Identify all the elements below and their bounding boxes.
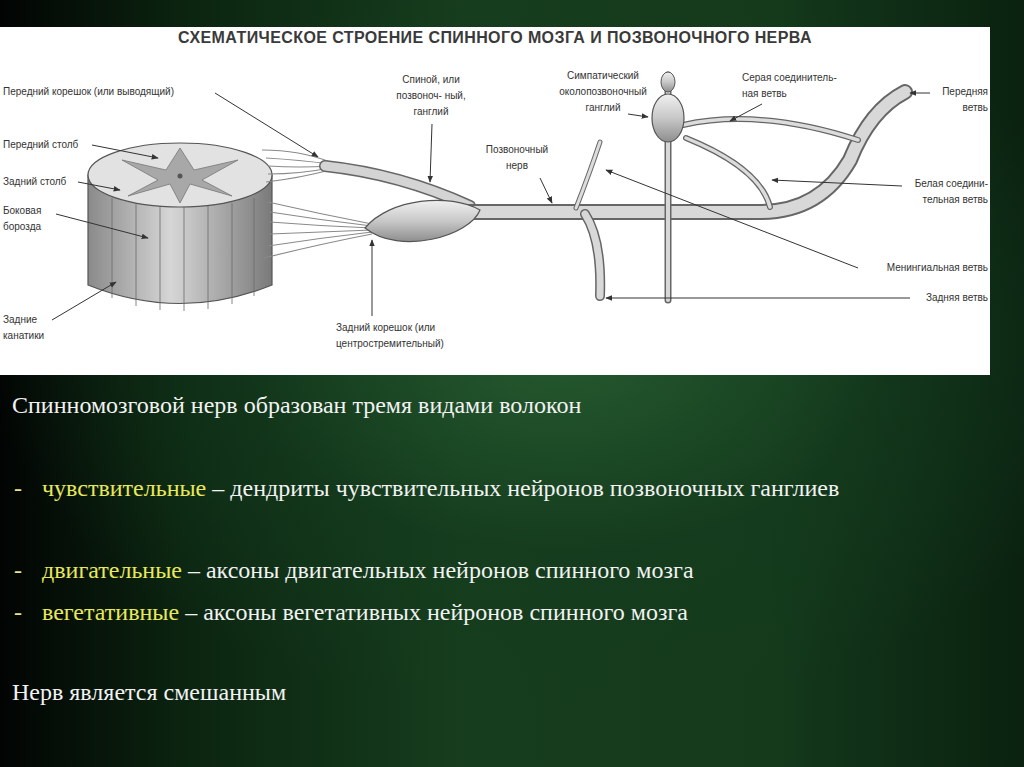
diagram-title: СХЕМАТИЧЕСКОЕ СТРОЕНИЕ СПИННОГО МОЗГА И … [0,29,990,47]
label-wrap: - [14,467,38,509]
label-wrap: Симпатический околопозвоночный ганглий [548,68,658,116]
part-label: Задний корешок (или центростремительный) [336,320,496,352]
label-wrap: - [14,549,38,591]
fiber-type: двигательные [42,557,182,583]
label-wrap: Спиной, или позвоноч- ный, ганглий [385,72,477,120]
fiber-type: вегетативные [42,599,179,625]
list-item: вегетативные – аксоны вегетативных нейро… [42,591,1017,633]
list-dash: - [14,549,38,591]
part-label: Симпатический околопозвоночный ганглий [548,68,658,116]
title-wrap: СХЕМАТИЧЕСКОЕ СТРОЕНИЕ СПИННОГО МОЗГА И … [0,29,990,47]
label-wrap: Спинномозговой нерв образован тремя вида… [12,390,1012,420]
part-label: Менингиальная ветвь [862,260,988,276]
part-label: Спиной, или позвоноч- ный, ганглий [385,72,477,120]
part-label: Передний корешок (или выводящий) [3,84,213,100]
label-wrap: Нерв является смешанным [12,677,1012,707]
fiber-type: чувствительные [42,475,206,501]
part-label: Задний столб [3,174,79,190]
label-wrap: Задний корешок (или центростремительный) [336,320,496,352]
list-dash: - [14,591,38,633]
fiber-description: – дендриты чувствительных нейронов позво… [212,475,839,501]
label-wrap: Боковая борозда [3,203,55,235]
part-label: Белая соедини- тельная ветвь [906,176,988,208]
part-label: Задние канатики [3,312,53,344]
label-wrap: Менингиальная ветвь [862,260,988,276]
label-wrap: Задняя ветвь [914,290,988,306]
fiber-description: – аксоны вегетативных нейронов спинного … [185,599,688,625]
label-wrap: Задний столб [3,174,79,190]
label-wrap: Задние канатики [3,312,53,344]
part-label: Передний столб [3,137,93,153]
label-wrap: - [14,591,38,633]
label-wrap: Передний столб [3,137,93,153]
label-wrap: Передняя ветвь [934,84,988,116]
list-dash: - [14,467,38,509]
part-label: Серая соединитель- ная ветвь [742,70,842,102]
part-label: Боковая борозда [3,203,55,235]
label-wrap: Позвоночный нерв [478,142,556,174]
part-label: Задняя ветвь [914,290,988,306]
list-item: двигательные – аксоны двигательных нейро… [42,549,1017,591]
slide-heading: Спинномозговой нерв образован тремя вида… [12,390,1012,420]
list-item: чувствительные – дендриты чувствительных… [42,467,872,509]
slide-conclusion: Нерв является смешанным [12,677,1012,707]
part-label: Передняя ветвь [934,84,988,116]
label-wrap: Серая соединитель- ная ветвь [742,70,842,102]
part-label: Позвоночный нерв [478,142,556,174]
fiber-description: – аксоны двигательных нейронов спинного … [188,557,694,583]
label-wrap: Передний корешок (или выводящий) [3,84,213,100]
label-wrap: Белая соедини- тельная ветвь [906,176,988,208]
